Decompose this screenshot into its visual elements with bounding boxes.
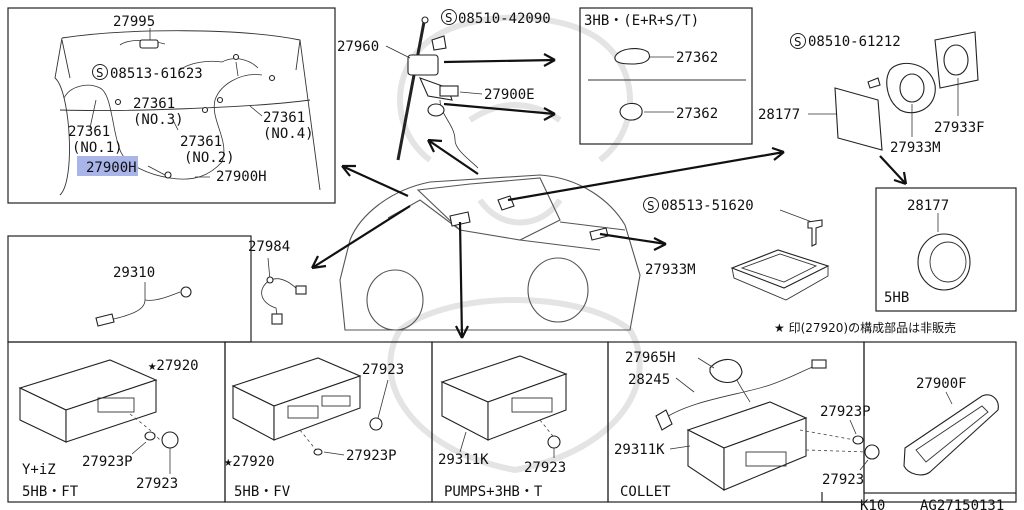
3hb-box xyxy=(579,7,753,145)
label-27923P-ft: 27923P xyxy=(82,454,133,470)
trim-bezel-27900F xyxy=(903,394,999,476)
label-28245: 28245 xyxy=(628,372,670,388)
cap-27362-bottom xyxy=(619,102,643,121)
cable-27984 xyxy=(261,257,307,325)
screw-badge-08513-51620: S xyxy=(643,197,659,213)
label-27923-pumps: 27923 xyxy=(524,460,566,476)
audio-unit-fv xyxy=(231,357,383,456)
label-27923P-collet: 27923P xyxy=(820,404,871,420)
screw-08513-51620 xyxy=(807,219,823,247)
label-27965H: 27965H xyxy=(625,350,676,366)
interior-roof-outline xyxy=(54,30,321,196)
label-27933M-front: 27933M xyxy=(890,140,941,156)
label-27933M-rear: 27933M xyxy=(645,262,696,278)
harness-wire xyxy=(63,28,276,180)
label-27362-top: 27362 xyxy=(676,50,718,66)
label-27362-bottom: 27362 xyxy=(676,106,718,122)
label-27923-ft: 27923 xyxy=(136,476,178,492)
label-08513-61623: 08513-61623 xyxy=(110,66,203,82)
audio-unit-pumps xyxy=(440,355,568,449)
screw-badge-08510-61212: S xyxy=(790,33,806,49)
screw-symbol: S xyxy=(794,34,802,49)
audio-unit-collet xyxy=(655,358,880,492)
footnote-non-sale: ★ 印(27920)の構成部品は非販売 xyxy=(774,320,956,335)
label-28177: 28177 xyxy=(758,107,800,123)
grade-5hb-ft: 5HB・FT xyxy=(22,484,79,500)
label-27361-no3-sub: (NO.3) xyxy=(133,112,184,128)
antenna-assembly xyxy=(396,16,479,169)
speaker-assembly xyxy=(834,31,979,151)
label-27361-no1: 27361 xyxy=(68,124,110,140)
harness-box xyxy=(7,7,336,204)
label-08513-51620: 08513-51620 xyxy=(661,198,754,214)
label-08510-61212: 08510-61212 xyxy=(808,34,901,50)
speaker-grille-5hb xyxy=(917,233,971,291)
5hb-speaker-box xyxy=(875,187,1017,312)
label-29311K-collet: 29311K xyxy=(614,442,665,458)
audio-unit-ft xyxy=(18,359,179,449)
highlight-27900H xyxy=(77,156,138,176)
label-3hb-title: 3HB・(E+R+S/T) xyxy=(584,13,699,29)
screw-symbol: S xyxy=(445,10,453,25)
grade-5hb-fv: 5HB・FV xyxy=(234,484,291,500)
label-27923P-fv: 27923P xyxy=(346,448,397,464)
trim-box-27900F xyxy=(863,341,1017,494)
footer-ref-code: AG27150131 xyxy=(920,498,1004,510)
label-27920-fv: ★27920 xyxy=(224,454,275,470)
footer-page-code: K10 xyxy=(860,498,885,510)
footer-frame xyxy=(821,492,1017,503)
label-29311K-pumps: 29311K xyxy=(438,452,489,468)
label-27361-no4: 27361 xyxy=(263,110,305,126)
label-27984: 27984 xyxy=(248,239,290,255)
label-08510-42090: 08510-42090 xyxy=(458,11,551,27)
label-27923-fv: 27923 xyxy=(362,362,404,378)
leader-arrows xyxy=(311,53,908,339)
label-27361-no2-sub: (NO.2) xyxy=(184,150,235,166)
ground-wire-29310 xyxy=(95,282,192,327)
label-27361-no1-sub: (NO.1) xyxy=(72,140,123,156)
label-27361-no2: 27361 xyxy=(180,134,222,150)
label-29310: 29310 xyxy=(113,265,155,281)
screw-symbol: S xyxy=(647,198,655,213)
screw-badge-08510-42090: S xyxy=(441,9,457,25)
cap-27362-top xyxy=(614,48,650,65)
label-27995: 27995 xyxy=(113,14,155,30)
label-28177-5hb: 28177 xyxy=(907,198,949,214)
label-27361-no4-sub: (NO.4) xyxy=(263,126,314,142)
label-27900H: 27900H xyxy=(216,169,267,185)
label-5hb: 5HB xyxy=(884,290,909,306)
label-27933F: 27933F xyxy=(934,120,985,136)
car-body xyxy=(339,174,641,331)
label-27923-collet: 27923 xyxy=(822,472,864,488)
grade-pumps-3hb-t: PUMPS+3HB・T xyxy=(444,484,543,500)
label-27900F: 27900F xyxy=(916,376,967,392)
label-27900H-highlighted[interactable]: 27900H xyxy=(86,160,137,176)
label-27900E: 27900E xyxy=(484,87,535,103)
grade-yiz: Y+iZ xyxy=(22,462,56,478)
grade-collet: COLLET xyxy=(620,484,671,500)
label-27920-ft: ★27920 xyxy=(148,358,199,374)
screw-symbol: S xyxy=(96,65,104,80)
29310-box xyxy=(7,235,252,343)
screw-badge-08513-61623: S xyxy=(92,64,108,80)
label-27960: 27960 xyxy=(337,39,379,55)
label-27361-no3: 27361 xyxy=(133,96,175,112)
